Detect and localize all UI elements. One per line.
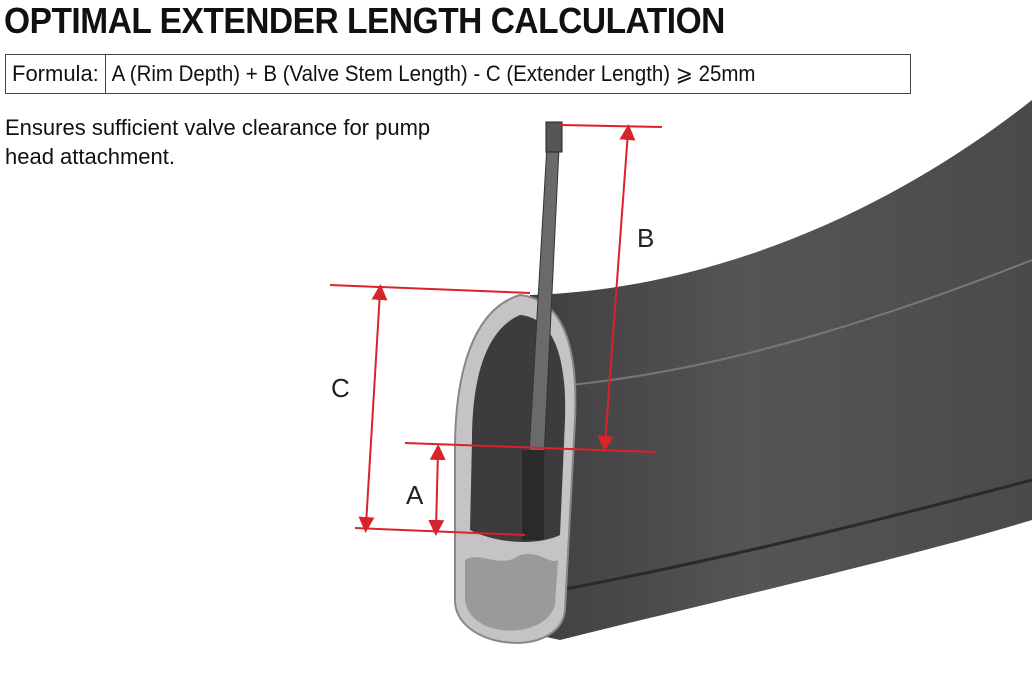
rim-band — [470, 100, 1032, 640]
label-b: B — [637, 223, 654, 253]
description: Ensures sufficient valve clearance for p… — [5, 115, 431, 169]
label-a: A — [406, 480, 424, 510]
rim-band-bottom-line — [559, 478, 1032, 592]
valve-tip — [545, 121, 563, 153]
formula-label: Formula: — [6, 55, 106, 93]
formula-box: Formula: A (Rim Depth) + B (Valve Stem L… — [5, 54, 911, 94]
dimension-lines — [329, 124, 663, 536]
rim-lower-channel — [465, 553, 558, 631]
page-title: OPTIMAL EXTENDER LENGTH CALCULATION — [4, 0, 725, 41]
valve-thread — [522, 450, 544, 540]
formula-expression: A (Rim Depth) + B (Valve Stem Length) - … — [111, 61, 756, 86]
label-c: C — [331, 373, 350, 403]
